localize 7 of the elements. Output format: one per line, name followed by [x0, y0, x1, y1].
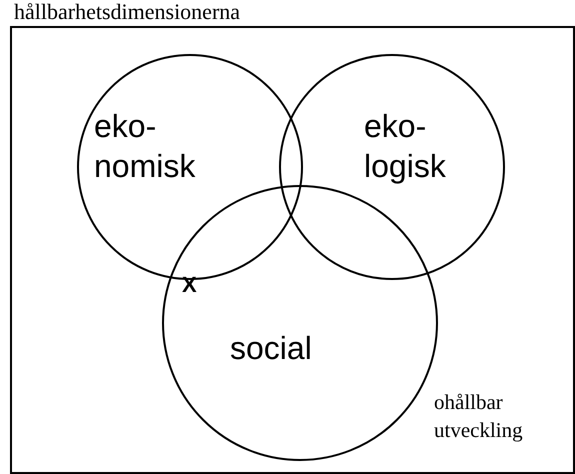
circle-label: eko- nomisk — [94, 107, 196, 186]
circle-label: eko- logisk — [364, 107, 447, 186]
venn-circle — [279, 54, 505, 280]
title: hållbarhetsdimensionerna — [14, 0, 240, 24]
frame-label: ohållbar utveckling — [434, 389, 524, 444]
circle-label: social — [230, 329, 313, 368]
frame-box — [10, 26, 575, 474]
